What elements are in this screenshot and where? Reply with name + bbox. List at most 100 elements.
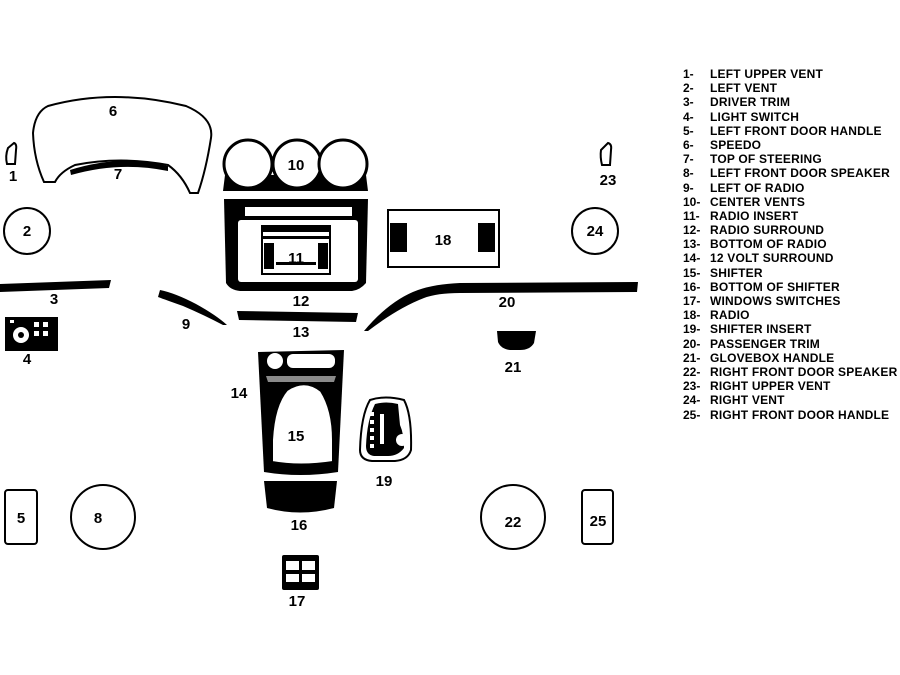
part-left-of-radio: 9 <box>158 290 227 333</box>
legend-row: 19-SHIFTER INSERT <box>683 322 900 336</box>
legend-label: TOP OF STEERING <box>710 152 822 167</box>
legend-row: 23- RIGHT UPPER VENT <box>683 379 900 393</box>
legend-label: LEFT FRONT DOOR SPEAKER <box>710 166 890 181</box>
legend-number: 8- <box>683 166 694 181</box>
part-bottom-of-radio: 13 <box>237 311 358 341</box>
legend-number: 9- <box>683 180 694 195</box>
label-num-25: 25 <box>590 513 607 530</box>
legend-row: 8- LEFT FRONT DOOR SPEAKER <box>683 166 900 180</box>
legend-number: 13- <box>683 237 701 252</box>
legend-label: SHIFTER <box>710 265 763 280</box>
label-num-19: 19 <box>376 473 393 490</box>
label-num-4: 4 <box>23 351 32 368</box>
label-num-3: 3 <box>50 291 58 308</box>
label-num-5: 5 <box>17 510 25 527</box>
legend-row: 3- DRIVER TRIM <box>683 95 900 109</box>
label-num-12: 12 <box>293 293 310 310</box>
legend-row: 12-RADIO SURROUND <box>683 223 900 237</box>
legend-number: 23- <box>683 379 701 394</box>
part-right-upper-vent: 23 <box>600 141 617 189</box>
label-num-13: 13 <box>293 324 310 341</box>
legend-row: 2-LEFT VENT <box>683 81 900 95</box>
legend-number: 1- <box>683 67 694 81</box>
label-num-23: 23 <box>600 172 617 189</box>
legend-label: CENTER VENTS <box>710 194 806 209</box>
label-num-16: 16 <box>291 517 308 534</box>
legend-row: 9- LEFT OF RADIO <box>683 181 900 195</box>
part-radio: 18 <box>387 209 500 268</box>
legend-row: 14-12 VOLT SURROUND <box>683 251 900 265</box>
legend-number: 7- <box>683 152 694 167</box>
part-center-vents: 10 <box>222 138 369 191</box>
legend-number: 4- <box>683 109 694 124</box>
legend-label: GLOVEBOX HANDLE <box>710 350 835 365</box>
part-right-front-door-handle: 25 <box>581 489 614 545</box>
legend-label: BOTTOM OF SHIFTER <box>710 279 840 294</box>
legend-row: 13-BOTTOM OF RADIO <box>683 237 900 251</box>
label-num-8: 8 <box>94 510 102 527</box>
part-speedo: 6 <box>31 96 213 194</box>
label-num-22: 22 <box>505 514 522 531</box>
legend-row: 11-RADIO INSERT <box>683 209 900 223</box>
legend-number: 22- <box>683 364 701 379</box>
part-left-vent: 2 <box>3 207 51 255</box>
legend-label: SPEEDO <box>710 137 762 152</box>
legend-row: 15- SHIFTER <box>683 266 900 280</box>
label-num-9: 9 <box>182 316 190 333</box>
legend-number: 21- <box>683 350 701 365</box>
legend-number: 16- <box>683 279 701 294</box>
legend-label: 12 VOLT SURROUND <box>710 251 834 266</box>
legend-label: WINDOWS SWITCHES <box>710 294 841 308</box>
legend-label: RIGHT VENT <box>710 393 785 408</box>
legend-label: PASSENGER TRIM <box>710 336 820 351</box>
legend-label: RIGHT UPPER VENT <box>710 379 831 394</box>
part-right-front-door-speaker: 22 <box>480 484 546 550</box>
label-num-18: 18 <box>435 232 452 249</box>
part-left-front-door-speaker: 8 <box>70 484 136 550</box>
legend-number: 3- <box>683 95 694 110</box>
legend-row: 7- TOP OF STEERING <box>683 152 900 166</box>
legend-label: DRIVER TRIM <box>710 95 791 110</box>
legend-row: 16- BOTTOM OF SHIFTER <box>683 280 900 294</box>
part-glovebox-handle: 21 <box>497 331 536 376</box>
legend-label: RADIO <box>710 308 750 323</box>
label-num-2: 2 <box>23 223 31 240</box>
legend-number: 20- <box>683 336 701 351</box>
legend-row: 10-CENTER VENTS <box>683 195 900 209</box>
legend-number: 5- <box>683 123 694 138</box>
part-left-front-door-handle: 5 <box>4 489 38 545</box>
legend-row: 21- GLOVEBOX HANDLE <box>683 351 900 365</box>
legend-label: LEFT FRONT DOOR HANDLE <box>710 123 882 138</box>
part-windows-switches: 17 <box>282 555 319 610</box>
legend-row: 6-SPEEDO <box>683 138 900 152</box>
label-num-15: 15 <box>288 428 305 445</box>
label-num-11: 11 <box>288 250 304 267</box>
legend-row: 25-RIGHT FRONT DOOR HANDLE <box>683 408 900 422</box>
legend-label: RIGHT FRONT DOOR SPEAKER <box>710 364 898 379</box>
label-num-7: 7 <box>114 166 122 183</box>
legend-row: 5- LEFT FRONT DOOR HANDLE <box>683 124 900 138</box>
legend-number: 15- <box>683 265 701 280</box>
legend-label: SHIFTER INSERT <box>710 322 812 337</box>
label-num-10: 10 <box>288 157 305 174</box>
part-left-upper-vent: 1 <box>5 141 18 185</box>
legend-label: LEFT OF RADIO <box>710 180 805 195</box>
legend-label: RIGHT FRONT DOOR HANDLE <box>710 407 890 422</box>
part-bottom-of-shifter: 16 <box>264 481 337 534</box>
label-num-17: 17 <box>289 593 306 610</box>
legend-label: RADIO SURROUND <box>710 223 825 238</box>
legend-row: 17- WINDOWS SWITCHES <box>683 294 900 308</box>
legend-number: 17- <box>683 294 701 308</box>
legend-number: 11- <box>683 208 700 223</box>
legend-row: 20- PASSENGER TRIM <box>683 337 900 351</box>
legend-row: 18-RADIO <box>683 308 900 322</box>
label-num-1: 1 <box>9 168 17 185</box>
part-shifter: 15 <box>271 383 334 466</box>
legend-row: 24- RIGHT VENT <box>683 393 900 407</box>
part-top-of-steering: 7 <box>70 160 168 183</box>
part-radio-insert: 11 <box>261 225 331 275</box>
part-driver-trim: 3 <box>0 280 111 308</box>
legend-number: 24- <box>683 393 701 408</box>
